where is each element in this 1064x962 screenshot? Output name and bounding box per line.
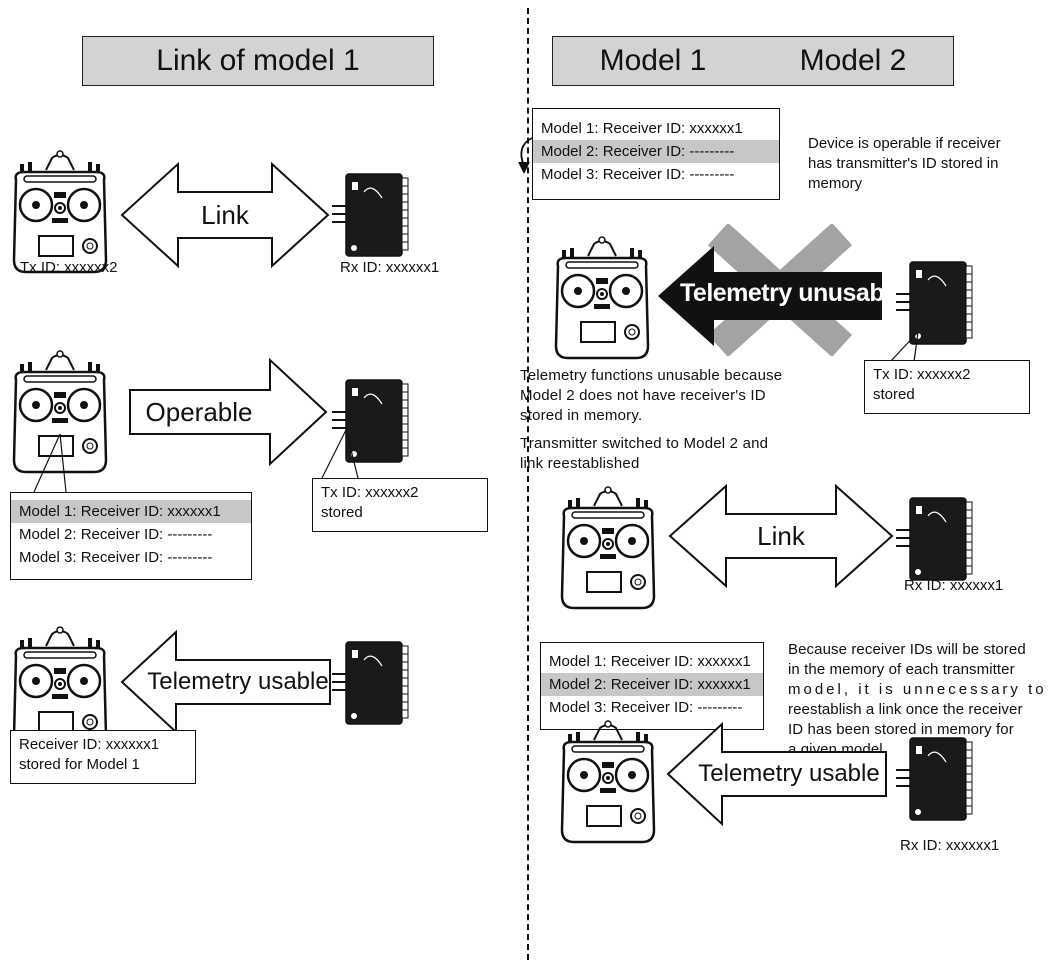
memory-row-model3: Model 3: Receiver ID: --------- [19,549,213,566]
receiver-icon [896,736,974,822]
note-line: link reestablished [520,455,640,472]
memory-row-model3: Model 3: Receiver ID: --------- [549,699,743,716]
note-line: Telemetry functions unusable because [520,367,783,384]
callout-line: Receiver ID: xxxxxx1 [19,736,160,753]
unusable-note: Telemetry functions unusable because Mod… [520,366,850,426]
link-arrow: Link [668,483,894,589]
memory-row-model3: Model 3: Receiver ID: --------- [541,166,735,183]
tx-stored-callout: Tx ID: xxxxxx2 stored [864,360,1030,414]
note-line: Because receiver IDs will be stored [788,641,1026,658]
memory-list: Model 1: Receiver ID: xxxxxx1 Model 2: R… [532,108,780,200]
memory-row-model1: Model 1: Receiver ID: xxxxxx1 [549,653,751,670]
note-line: memory [808,175,863,192]
telemetry-usable-arrow: Telemetry usable [120,629,332,735]
memory-row-model2: Model 2: Receiver ID: --------- [19,526,213,543]
telemetry-usable-label: Telemetry usable [698,760,880,787]
memory-list-box: Model 1: Receiver ID: xxxxxx1 Model 2: R… [540,642,764,730]
note-line: reestablish a link once the receiver [788,701,1023,718]
note-line: Transmitter switched to Model 2 and [520,435,769,452]
callout-line: Tx ID: xxxxxx2 [321,484,419,501]
transmitter-icon [554,720,662,846]
receiver-icon [332,640,410,726]
link-arrow: Link [120,161,330,269]
left-header: Link of model 1 [82,36,434,86]
note-line: stored in memory. [520,407,643,424]
link-label: Link [757,520,805,551]
callout-line: stored [321,504,363,521]
tx-id-label: Tx ID: xxxxxx2 [20,259,118,276]
telemetry-unusable-label: Telemetry unusable [680,279,904,307]
note-line: model, it is unnecessary to [788,681,1047,698]
callout-line: Tx ID: xxxxxx2 [873,366,971,383]
memory-row-model2: Model 2: Receiver ID: xxxxxx1 [541,673,763,696]
link-label: Link [201,199,249,230]
operable-label: Operable [145,396,253,427]
operable-arrow: Operable [128,357,328,467]
note-line: Model 2 does not have receiver's ID [520,387,766,404]
telemetry-usable-arrow: Telemetry usable [666,721,888,827]
memory-row-model1: Model 1: Receiver ID: xxxxxx1 [541,120,743,137]
rx-id-label: Rx ID: xxxxxx1 [340,259,440,276]
operable-note: Device is operable if receiver has trans… [808,134,1058,194]
switch-note: Transmitter switched to Model 2 and link… [520,434,850,474]
tx-stored-callout: Receiver ID: xxxxxx1 stored for Model 1 [10,730,196,784]
receiver-icon [332,378,410,464]
right-header: Model 1 Model 2 [552,36,954,86]
callout-line: stored [873,386,915,403]
note-line: has transmitter's ID stored in [808,155,999,172]
receiver-icon [896,496,974,582]
callout-line: stored for Model 1 [19,756,140,773]
column-divider [527,8,529,960]
note-line: ID has been stored in memory for [788,721,1014,738]
memory-list: Model 1: Receiver ID: xxxxxx1 Model 2: R… [10,492,252,580]
switch-model-arrow [518,137,533,174]
memory-row-model1: Model 1: Receiver ID: xxxxxx1 [11,500,251,523]
transmitter-icon [6,350,114,476]
telemetry-usable-label: Telemetry usable [147,668,329,695]
right-header-model1: Model 1 [599,44,707,77]
right-header-model2: Model 2 [799,44,907,77]
left-header-title: Link of model 1 [156,44,360,77]
rx-id-label: Rx ID: xxxxxx1 [900,837,1000,854]
rx-stored-callout: Tx ID: xxxxxx2 stored [312,478,488,532]
note-line: Device is operable if receiver [808,135,1001,152]
note-line: in the memory of each transmitter [788,661,1015,678]
callout-pointer [889,331,919,363]
transmitter-icon [548,236,656,362]
rx-id-label: Rx ID: xxxxxx1 [904,577,1004,594]
transmitter-icon [554,486,662,612]
telemetry-unusable-arrow [658,246,882,346]
receiver-icon [332,172,410,258]
memory-row-model2: Model 2: Receiver ID: --------- [533,140,779,163]
